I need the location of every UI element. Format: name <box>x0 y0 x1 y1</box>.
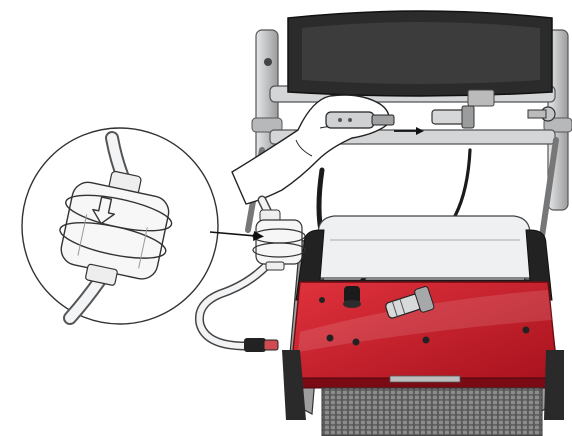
swivel-connector-on-robot <box>385 286 435 319</box>
robot-transparent-lid <box>311 215 537 279</box>
caddy-right-support-rod <box>537 137 559 253</box>
robot-hole-5 <box>522 326 530 334</box>
robot-hole-2 <box>326 334 334 342</box>
inline-filter-enlarged <box>59 170 173 286</box>
pool-cleaner-robot <box>282 215 564 436</box>
robot-right-bumper <box>544 350 564 420</box>
caddy-left-pole-collar <box>251 117 283 133</box>
flow-direction-down-arrow-icon <box>92 196 116 225</box>
filter-callout <box>21 127 219 325</box>
hand-illustration <box>231 94 395 205</box>
hose-end-fitting <box>244 338 266 352</box>
robot-hole-4 <box>422 336 430 344</box>
swivel-connector-right <box>431 105 556 129</box>
robot-left-bumper <box>282 350 306 420</box>
robot-hole-3 <box>352 338 360 346</box>
robot-hole-1 <box>319 297 325 303</box>
caddy-right-pole-collar <box>543 117 572 133</box>
inline-filter-small <box>252 209 306 271</box>
power-supply-unit <box>287 10 553 107</box>
flow-arrow-icon <box>394 127 424 135</box>
power-supply-bracket <box>467 89 495 107</box>
callout-pointer-arrow-icon <box>209 231 264 241</box>
caddy-left-knob-icon <box>264 58 272 66</box>
robot-brush <box>321 387 543 436</box>
robot-cable-gland <box>344 286 360 304</box>
